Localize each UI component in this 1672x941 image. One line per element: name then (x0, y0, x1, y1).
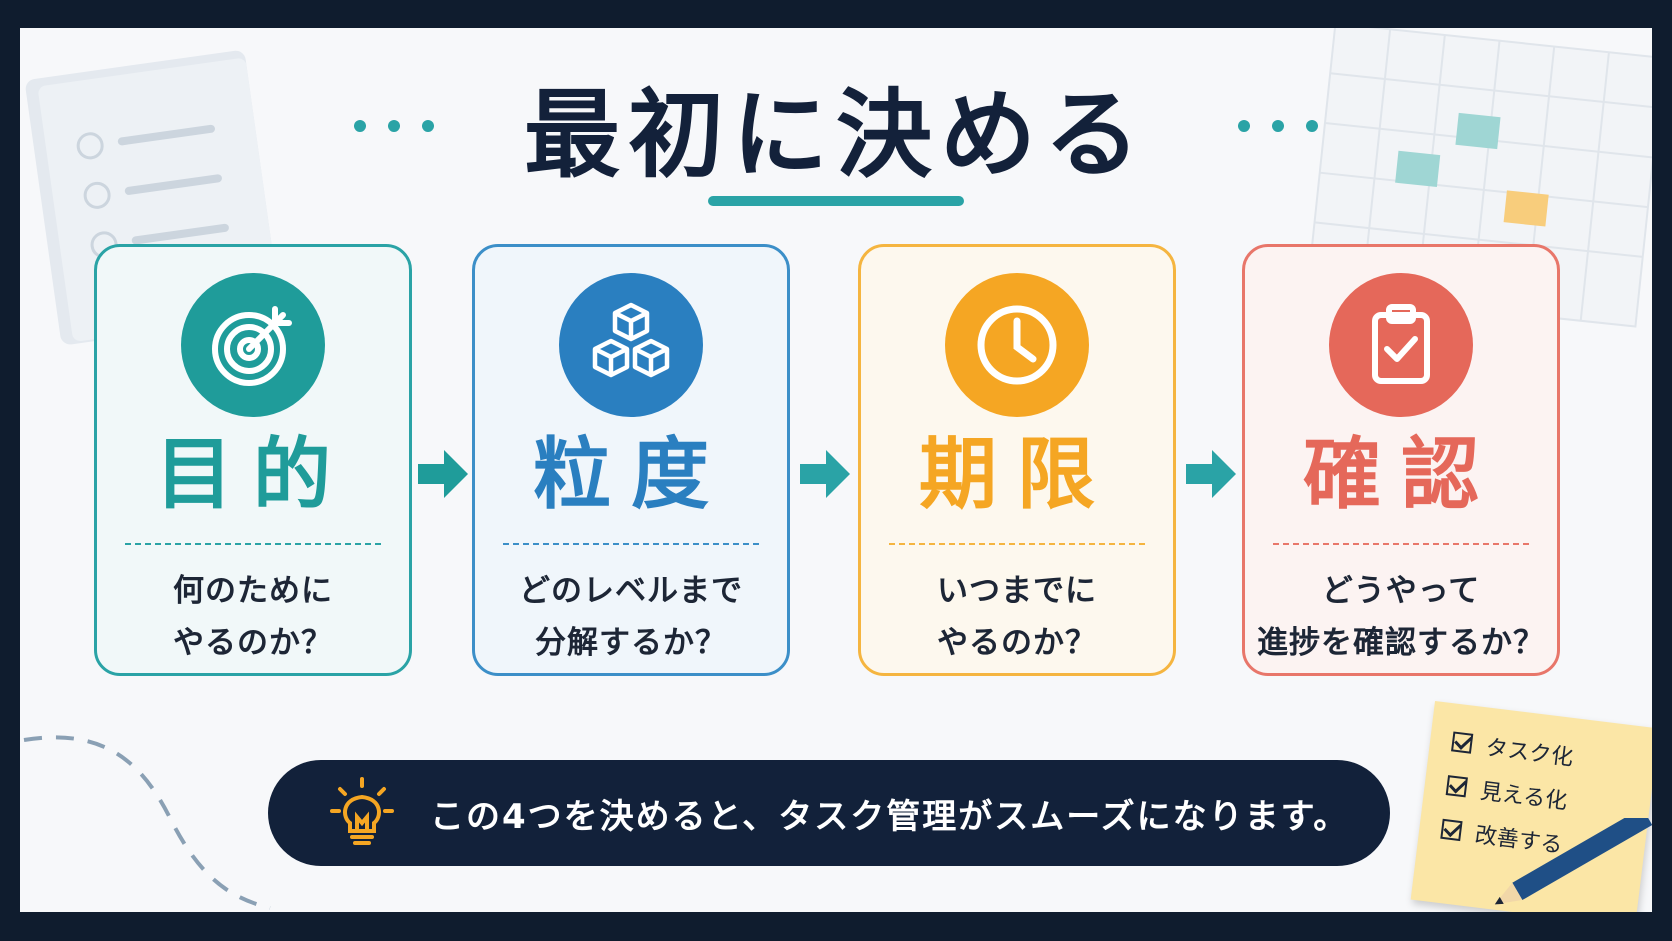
step-card-purpose: 目的 何のために やるのか？ (94, 244, 412, 676)
cubes-icon (559, 273, 703, 417)
step-desc-line2: やるのか？ (937, 625, 1097, 661)
step-desc-line1: どうやって (1321, 573, 1481, 609)
step-description: どうやって 進捗を確認するか？ (1245, 565, 1557, 669)
arrow-right-icon (800, 450, 850, 498)
page-title: 最初に決める (524, 78, 1148, 191)
step-desc-line1: どのレベルまで (519, 573, 743, 609)
title-dots-left (354, 120, 434, 132)
step-divider (125, 543, 381, 545)
step-desc-line2: やるのか？ (173, 625, 333, 661)
checkbox-checked-icon (1445, 775, 1468, 798)
step-description: どのレベルまで 分解するか？ (475, 565, 787, 669)
dashed-curve-decoration (23, 735, 271, 910)
clock-icon (945, 273, 1089, 417)
step-description: いつまでに やるのか？ (861, 565, 1173, 669)
sticky-item-label: 見える化 (1478, 779, 1569, 815)
step-divider (503, 543, 759, 545)
summary-message: この4つを決めると、タスク管理がスムーズになります。 (430, 796, 1350, 837)
step-description: 何のために やるのか？ (97, 565, 409, 669)
step-label: 期限 (918, 430, 1115, 520)
step-card-granularity: 粒度 どのレベルまで 分解するか？ (472, 244, 790, 676)
step-label: 粒度 (532, 430, 729, 520)
pencil-icon (1494, 818, 1652, 905)
arrow-right-icon (1186, 450, 1236, 498)
step-label: 確認 (1302, 430, 1499, 520)
step-desc-line1: 何のために (173, 573, 333, 609)
sticky-item: 見える化 (1445, 769, 1569, 816)
checkbox-checked-icon (1451, 731, 1474, 754)
step-label: 目的 (154, 430, 351, 520)
step-desc-line1: いつまでに (937, 573, 1097, 609)
sticky-item-label: タスク化 (1484, 735, 1575, 772)
target-icon (181, 273, 325, 417)
summary-banner: この4つを決めると、タスク管理がスムーズになります。 (268, 760, 1390, 866)
arrow-right-icon (418, 450, 468, 498)
title-dots-right (1238, 120, 1318, 132)
slide: 最初に決める 目的 何のために やるのか？ 粒 (20, 28, 1652, 912)
step-card-deadline: 期限 いつまでに やるのか？ (858, 244, 1176, 676)
title-area: 最初に決める (20, 66, 1652, 191)
step-desc-line2: 進捗を確認するか？ (1257, 625, 1545, 661)
sticky-item: タスク化 (1450, 725, 1575, 772)
title-underline (708, 196, 964, 206)
lightbulb-icon (330, 777, 394, 845)
clipboard-check-icon (1329, 273, 1473, 417)
step-divider (1273, 543, 1529, 545)
step-card-confirmation: 確認 どうやって 進捗を確認するか？ (1242, 244, 1560, 676)
step-divider (889, 543, 1145, 545)
checkbox-checked-icon (1440, 818, 1463, 842)
step-desc-line2: 分解するか？ (535, 625, 727, 661)
